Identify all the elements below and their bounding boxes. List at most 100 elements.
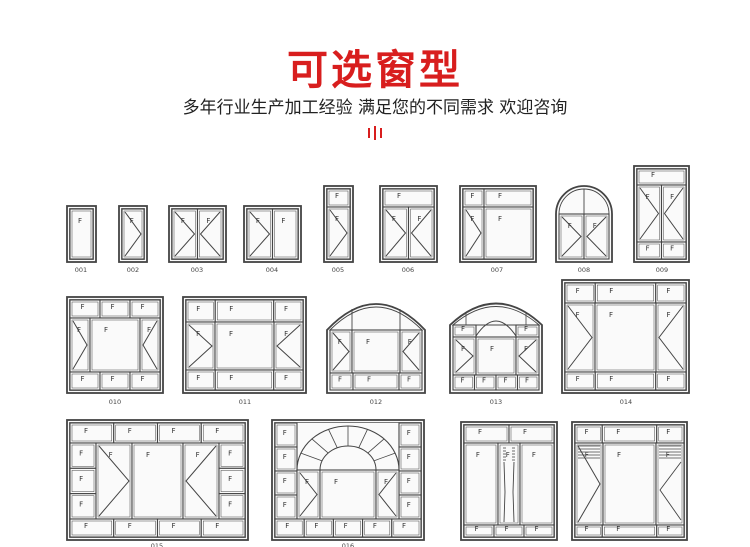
pane-mark: F: [305, 478, 309, 486]
window-code-label: 012: [370, 398, 382, 406]
page-title: 可选窗型: [287, 46, 463, 94]
pane-mark: F: [147, 326, 151, 334]
pane-mark: F: [367, 376, 371, 384]
pane-mark: F: [229, 330, 233, 338]
pane-mark: F: [281, 217, 285, 225]
pane-mark: F: [335, 215, 339, 223]
pane-mark: F: [490, 345, 494, 353]
pane-mark: F: [408, 338, 412, 346]
pane-mark: F: [141, 303, 145, 311]
window-code-label: 001: [75, 266, 87, 274]
pane-mark: F: [344, 522, 348, 530]
pane-mark: F: [206, 217, 210, 225]
pane-mark: F: [338, 376, 342, 384]
pane-mark: F: [616, 428, 620, 436]
window-code-label: 014: [620, 398, 632, 406]
window-001: F: [66, 205, 97, 263]
pane-mark: F: [84, 427, 88, 435]
window-code-label: 005: [332, 266, 344, 274]
window-code-label: 015: [151, 542, 163, 547]
pane-mark: F: [228, 475, 232, 483]
pane-mark: F: [576, 287, 580, 295]
pane-mark: F: [498, 192, 502, 200]
pane-mark: F: [130, 217, 134, 225]
pane-mark: F: [84, 522, 88, 530]
pane-mark: F: [498, 215, 502, 223]
pane-mark: F: [109, 451, 113, 459]
pane-mark: F: [104, 326, 108, 334]
pane-mark: F: [506, 451, 510, 459]
pane-mark: F: [609, 287, 613, 295]
pane-mark: F: [593, 222, 597, 230]
pane-mark: F: [666, 428, 670, 436]
pane-mark: F: [256, 217, 260, 225]
pane-mark: F: [646, 193, 650, 201]
pane-mark: F: [476, 451, 480, 459]
pane-mark: F: [228, 500, 232, 508]
pane-mark: F: [670, 245, 674, 253]
pane-mark: F: [609, 311, 613, 319]
pane-mark: F: [285, 522, 289, 530]
pane-mark: F: [338, 338, 342, 346]
pane-mark: F: [524, 345, 528, 353]
pane-mark: F: [461, 377, 465, 385]
pane-mark: F: [78, 217, 82, 225]
pane-mark: F: [475, 525, 479, 533]
pane-mark: F: [407, 453, 411, 461]
window-code-label: 011: [239, 398, 251, 406]
window-code-label: 008: [578, 266, 590, 274]
pane-mark: F: [397, 192, 401, 200]
pane-mark: F: [79, 450, 83, 458]
pane-mark: F: [576, 311, 580, 319]
pane-mark: F: [283, 477, 287, 485]
pane-mark: F: [196, 374, 200, 382]
pane-mark: F: [407, 477, 411, 485]
page-subtitle: 多年行业生产加工经验 满足您的不同需求 欢迎咨询: [182, 98, 568, 118]
pane-mark: F: [128, 522, 132, 530]
pane-mark: F: [229, 305, 233, 313]
pane-mark: F: [81, 303, 85, 311]
pane-mark: F: [196, 330, 200, 338]
pane-mark: F: [646, 245, 650, 253]
pane-mark: F: [482, 377, 486, 385]
pane-mark: F: [81, 375, 85, 383]
pane-mark: F: [141, 375, 145, 383]
pane-mark: F: [568, 222, 572, 230]
window-012: F F F F F F: [326, 303, 426, 394]
pane-mark: F: [283, 453, 287, 461]
window-code-label: 007: [491, 266, 503, 274]
pane-mark: F: [373, 522, 377, 530]
pane-mark: F: [407, 501, 411, 509]
window-code-label: 009: [656, 266, 668, 274]
pane-mark: F: [576, 375, 580, 383]
pane-mark: F: [79, 500, 83, 508]
pane-mark: F: [283, 501, 287, 509]
pane-mark: F: [283, 429, 287, 437]
pane-mark: F: [181, 217, 185, 225]
pane-mark: F: [79, 475, 83, 483]
pane-mark: F: [146, 451, 150, 459]
window-code-label: 004: [266, 266, 278, 274]
pane-mark: F: [407, 376, 411, 384]
pane-mark: F: [670, 193, 674, 201]
pane-mark: F: [366, 338, 370, 346]
window-002: F: [118, 205, 148, 263]
pane-mark: F: [470, 192, 474, 200]
window-code-label: 013: [490, 398, 502, 406]
pane-mark: F: [535, 525, 539, 533]
pane-mark: F: [334, 478, 338, 486]
pane-mark: F: [417, 215, 421, 223]
pane-mark: F: [585, 525, 589, 533]
pane-mark: F: [215, 522, 219, 530]
pane-mark: F: [128, 427, 132, 435]
